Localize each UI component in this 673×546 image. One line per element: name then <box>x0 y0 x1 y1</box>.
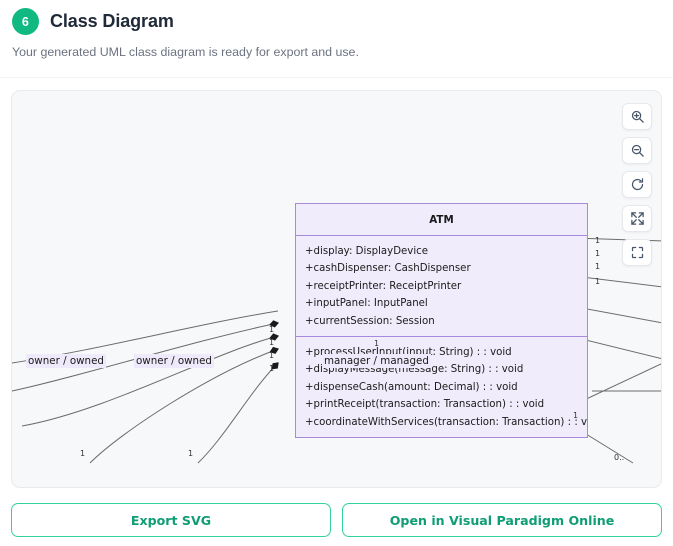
action-buttons: Export SVG Open in Visual Paradigm Onlin… <box>11 503 662 537</box>
multiplicity-label: 1 <box>269 364 275 373</box>
multiplicity-label: 1 <box>595 236 601 245</box>
multiplicity-label: 1 <box>595 249 601 258</box>
uml-class-name: ATM <box>296 204 587 236</box>
reset-view-button[interactable] <box>622 171 652 198</box>
edge-label-manager-managed: manager / managed <box>322 354 431 368</box>
zoom-in-button[interactable] <box>622 103 652 130</box>
edge-label-owner-owned: owner / owned <box>134 354 214 368</box>
uml-method: +printReceipt(transaction: Transaction) … <box>305 399 545 411</box>
multiplicity-label: 1 <box>269 325 275 334</box>
fit-screen-icon <box>630 211 645 226</box>
uml-attribute: +display: DisplayDevice <box>305 246 429 257</box>
export-svg-button[interactable]: Export SVG <box>11 503 331 537</box>
canvas-toolbar <box>622 103 652 266</box>
fit-screen-button[interactable] <box>622 205 652 232</box>
zoom-out-icon <box>630 143 645 158</box>
multiplicity-label: 1 <box>573 411 579 420</box>
multiplicity-label: 1 <box>374 339 380 348</box>
multiplicity-label: 1 <box>269 338 275 347</box>
uml-class-atm[interactable]: ATM +display: DisplayDevice +cashDispens… <box>295 203 588 439</box>
zoom-in-icon <box>630 109 645 124</box>
multiplicity-label: 1 <box>80 449 86 458</box>
uml-method: +displayMessage(message: String) : : voi… <box>305 364 524 376</box>
uml-method: +processUserInput(input: String) : : voi… <box>305 347 512 359</box>
open-visual-paradigm-button[interactable]: Open in Visual Paradigm Online <box>342 503 662 537</box>
uml-attribute: +inputPanel: InputPanel <box>305 298 428 310</box>
zoom-out-button[interactable] <box>622 137 652 164</box>
diagram-canvas[interactable]: ATM +display: DisplayDevice +cashDispens… <box>11 90 662 488</box>
multiplicity-label: 1 <box>595 277 601 286</box>
uml-method: +dispenseCash(amount: Decimal) : : void <box>305 381 518 393</box>
page-subtitle: Your generated UML class diagram is read… <box>12 45 359 59</box>
uml-attribute: +receiptPrinter: ReceiptPrinter <box>305 280 462 292</box>
diagram-viewport[interactable]: ATM +display: DisplayDevice +cashDispens… <box>12 91 661 487</box>
uml-attribute: +currentSession: Session <box>305 315 435 327</box>
multiplicity-label: 1 <box>269 351 275 360</box>
reset-view-icon <box>630 177 645 192</box>
uml-attributes-section: +display: DisplayDevice +cashDispenser: … <box>296 236 587 336</box>
edge-label-owner-owned: owner / owned <box>26 354 106 368</box>
header-divider <box>0 77 673 78</box>
uml-methods-section: +processUserInput(input: String) : : voi… <box>296 336 587 437</box>
fullscreen-icon <box>630 245 645 260</box>
page-title: Class Diagram <box>50 11 174 31</box>
uml-method: +coordinateWithServices(transaction: Tra… <box>305 416 587 428</box>
header-title-row: 6 Class Diagram <box>12 8 174 35</box>
page-header: 6 Class Diagram Your generated UML class… <box>0 0 673 78</box>
multiplicity-label: 1 <box>595 262 601 271</box>
step-number-badge: 6 <box>12 8 39 35</box>
multiplicity-label: 1 <box>188 449 194 458</box>
fullscreen-button[interactable] <box>622 239 652 266</box>
multiplicity-label: 0.. <box>614 453 625 462</box>
uml-attribute: +cashDispenser: CashDispenser <box>305 263 471 275</box>
